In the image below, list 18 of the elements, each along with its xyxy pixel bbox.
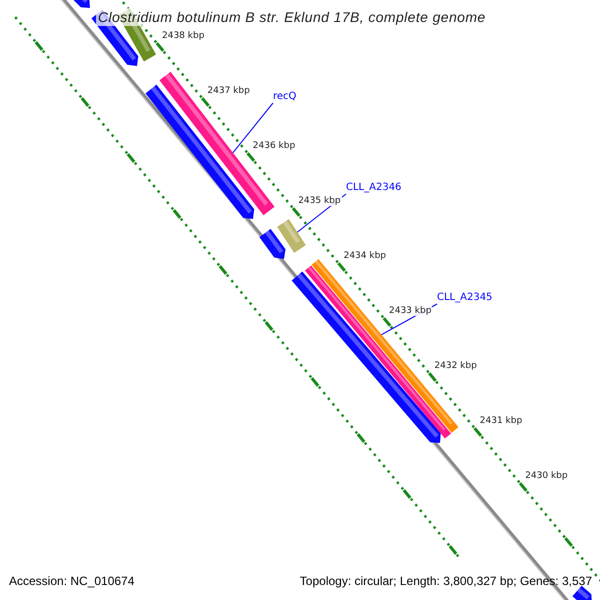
scale-label: 2432 kbp <box>433 361 478 371</box>
scale-label: 2430 kbp <box>524 471 569 481</box>
scale-label: 2431 kbp <box>478 416 524 426</box>
scale-label: 2433 kbp <box>388 306 432 316</box>
gene-label: CLL_A2346 <box>346 182 402 194</box>
scale-label: 2437 kbp <box>206 86 251 96</box>
map-title: Clostridium botulinum B str. Eklund 17B, complete genome <box>96 8 488 26</box>
accession-text: Accession: NC_010674 <box>9 574 134 588</box>
gene-label: CLL_A2345 <box>437 292 492 304</box>
gene-label: recQ <box>273 91 296 103</box>
gene-bar <box>277 219 306 253</box>
scale-label: 2434 kbp <box>342 251 387 261</box>
scale-label: 2438 kbp <box>161 31 206 41</box>
gene-bar <box>159 72 275 216</box>
leader-line <box>232 102 274 154</box>
scale-label: 2436 kbp <box>252 141 296 151</box>
scale-label: 2435 kbp <box>297 196 342 206</box>
genome-summary: Topology: circular; Length: 3,800,327 bp; Genes: 3,537 <box>300 574 592 588</box>
